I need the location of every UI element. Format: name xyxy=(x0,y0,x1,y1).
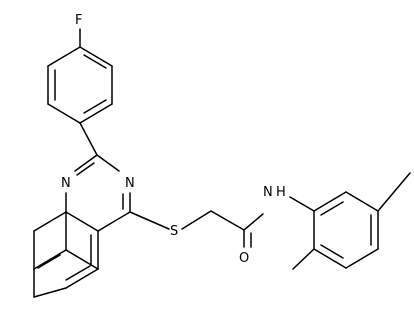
bond xyxy=(33,249,67,270)
bond xyxy=(33,211,67,232)
fluorine-atom-label: F xyxy=(75,13,82,28)
bond xyxy=(97,211,131,232)
oxygen-atom-label: O xyxy=(239,251,249,266)
bond xyxy=(181,210,212,230)
fluorophenyl-ring xyxy=(47,28,113,124)
dimethylphenyl-ring xyxy=(313,191,379,269)
bond xyxy=(65,211,99,232)
bond xyxy=(96,154,120,172)
bond xyxy=(289,196,315,212)
sulfur-atom-label: S xyxy=(170,224,178,239)
bond xyxy=(313,191,347,212)
bond xyxy=(65,265,91,281)
thioacetamide-chain xyxy=(129,196,315,248)
bond xyxy=(345,248,379,269)
bond xyxy=(210,210,245,231)
bond xyxy=(47,46,81,67)
amide-nitrogen-label: N xyxy=(263,185,273,200)
benzo-ring xyxy=(33,211,99,298)
bond xyxy=(79,103,113,124)
bond xyxy=(83,99,107,114)
pyrimidine-ring xyxy=(65,154,131,232)
bond xyxy=(292,248,315,270)
bond xyxy=(65,249,99,270)
bond xyxy=(320,244,344,259)
bond xyxy=(83,54,107,69)
bond xyxy=(74,154,98,172)
bond xyxy=(320,201,344,216)
bond xyxy=(79,122,98,156)
bond xyxy=(377,172,411,212)
bond xyxy=(47,103,81,124)
bond xyxy=(37,254,61,269)
bond xyxy=(33,287,67,298)
bond xyxy=(345,191,379,212)
nitrogen-atom-label: N xyxy=(61,176,71,191)
nitrogen-atom-label: N xyxy=(125,176,135,191)
bond xyxy=(65,268,99,289)
bond xyxy=(243,213,264,231)
bond xyxy=(313,248,347,269)
bond xyxy=(129,211,170,230)
bond xyxy=(76,162,95,176)
amide-hydrogen-label: H xyxy=(276,185,286,200)
bond xyxy=(79,46,113,67)
